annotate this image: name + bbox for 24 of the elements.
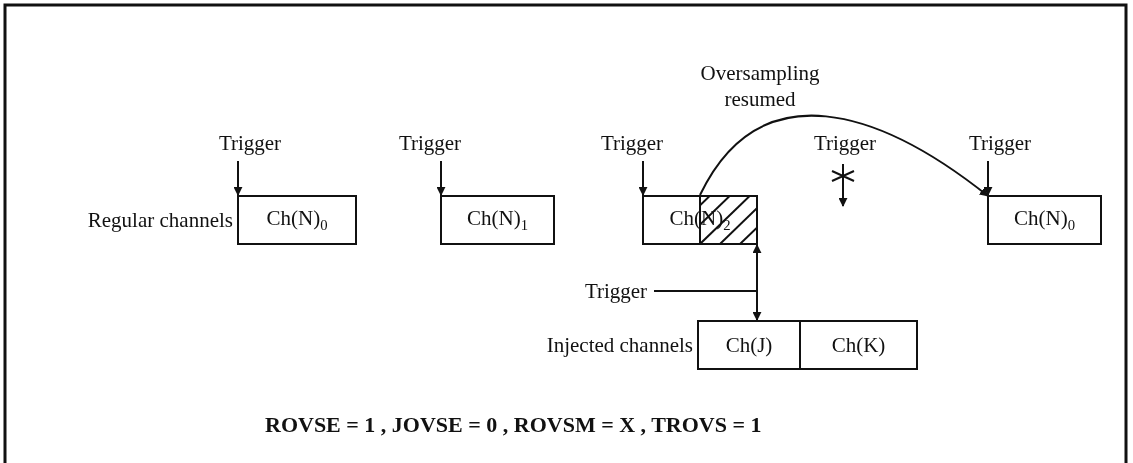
channel-label: Ch(N)$_{0}$ [266,205,328,235]
channel-group-label: Regular channels [87,207,233,233]
channel-box [987,195,1102,245]
trigger-label: Trigger [218,130,282,156]
trigger-label: Trigger [398,130,462,156]
channel-label: Ch(K) [831,332,886,358]
arrow [838,163,848,207]
arrow [983,160,993,196]
channel-box [440,195,555,245]
trigger-label: Trigger [813,130,877,156]
arrow [233,160,243,196]
channel-box [799,320,918,370]
channel-label: Ch(N)$_{0}$ [1014,205,1075,235]
arrow [653,290,762,321]
channel-label: Ch(J) [725,332,773,358]
register-settings-note: ROVSE = 1 , JOVSE = 0 , ROVSM = X , TROVS = 1 [265,412,762,438]
channel-label: Ch(N)$_{1}$ [467,205,528,235]
channel-group-label: Injected channels [546,332,693,358]
arrow [699,115,989,197]
trigger-label: Trigger [968,130,1032,156]
trigger-label: Trigger [584,278,648,304]
arrow [436,160,446,196]
arrow [638,160,648,196]
trigger-label: Trigger [600,130,664,156]
